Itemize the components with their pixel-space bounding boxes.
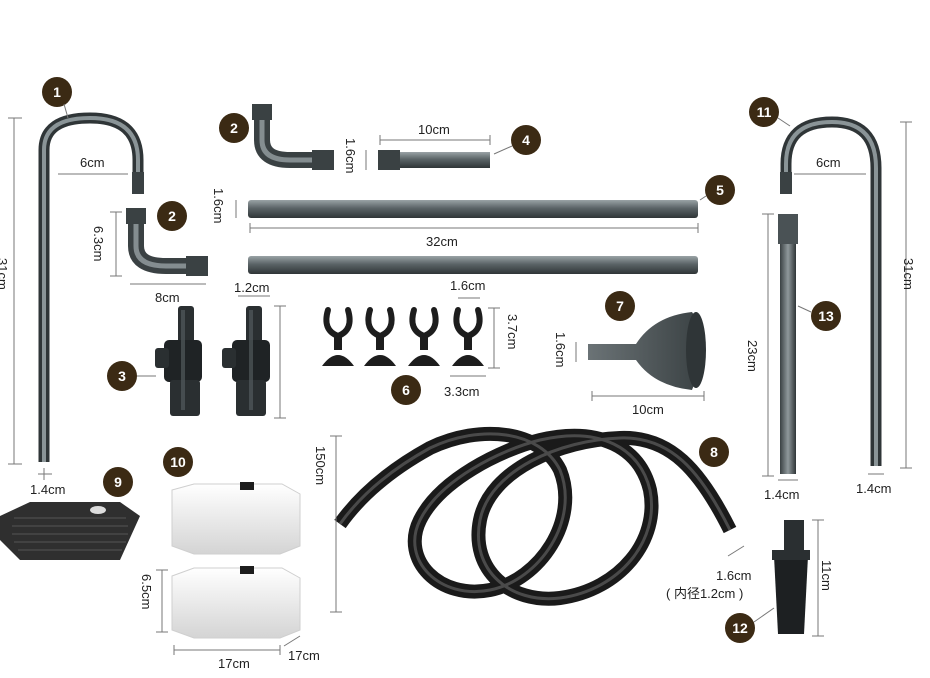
filter-box-icon — [171, 566, 301, 639]
dim-label-length: 23cm — [745, 340, 760, 372]
dim-label-diameter: 1.2cm — [234, 280, 269, 295]
dim-label-length: 11cm — [819, 560, 834, 591]
badge-4-number: 4 — [522, 132, 530, 148]
suction-clip-icon — [364, 307, 396, 366]
dim-label-diameter: 1.6cm — [211, 188, 226, 223]
badge-2 — [157, 201, 187, 231]
dim-label-length: 10cm — [418, 122, 450, 137]
dim-label-height: 6.3cm — [91, 226, 106, 261]
badge-1-number: 1 — [53, 84, 61, 100]
badge-12-number: 12 — [732, 620, 748, 636]
part-1-outflow-pipe: 6cm 31cm 1.4cm 1 — [0, 77, 144, 497]
badge-6-number: 6 — [402, 382, 410, 398]
badge-2-number: 2 — [230, 120, 238, 136]
badge-11-number: 11 — [757, 104, 772, 120]
badge-12 — [725, 613, 755, 643]
badge-5 — [705, 175, 735, 205]
suction-clip-icon — [408, 307, 440, 366]
funnel-icon — [588, 312, 702, 390]
valve-icon — [222, 306, 270, 416]
badge-7-number: 7 — [616, 298, 624, 314]
dim-label-clip: 1.6cm — [450, 278, 485, 293]
part-13-straight-pipe: 23cm 1.4cm 13 — [745, 213, 841, 502]
badge-8-number: 8 — [710, 444, 718, 460]
part-8-hose: 150cm 1.6cm ( 内径1.2cm ) 8 — [313, 426, 751, 613]
pipe-tip-icon — [132, 172, 144, 194]
sponge-plate-icon — [0, 502, 140, 560]
badge-3-number: 3 — [118, 368, 126, 384]
dim-label-diameter: 1.4cm — [30, 482, 65, 497]
dim-label-length: 150cm — [313, 446, 328, 485]
part-2-elbow-left: 6.3cm 8cm 2 — [91, 201, 208, 305]
dim-label-diameter: 1.6cm — [553, 332, 568, 367]
dim-label-height: 31cm — [901, 258, 916, 290]
long-pipe-icon — [248, 200, 698, 218]
badge-13-number: 13 — [818, 308, 834, 324]
badge-9 — [103, 467, 133, 497]
part-10-filter-boxes: 6.5cm 17cm 17cm 10 — [139, 447, 320, 671]
filter-box-icon — [171, 482, 301, 555]
badge-9-number: 9 — [114, 474, 122, 490]
badge-8 — [699, 437, 729, 467]
badge-10-number: 10 — [170, 454, 186, 470]
badge-13 — [811, 301, 841, 331]
dim-label-height: 3.7cm — [505, 314, 520, 349]
dim-label-width: 10cm — [632, 402, 664, 417]
valve-icon — [155, 306, 202, 416]
straight-pipe-icon — [780, 216, 796, 474]
long-pipe-icon — [248, 256, 698, 274]
dim-label-length: 32cm — [426, 234, 458, 249]
dim-label-depth: 17cm — [288, 648, 320, 663]
part-12-strainer: 11cm 12 — [725, 519, 834, 643]
badge-10 — [163, 447, 193, 477]
badge-2-number: 2 — [168, 208, 176, 224]
dim-label-outer: 1.6cm — [716, 568, 751, 583]
badge-1 — [42, 77, 72, 107]
part-7-funnel: 1.6cm 10cm 7 — [553, 291, 706, 417]
dim-label-length: 8cm — [155, 290, 180, 305]
badge-7 — [605, 291, 635, 321]
dim-label-width: 17cm — [218, 656, 250, 671]
dim-label-inner: ( 内径1.2cm ) — [666, 586, 743, 601]
badge-2 — [219, 113, 249, 143]
part-2-elbow-top: 2 — [219, 104, 334, 170]
badge-3 — [107, 361, 137, 391]
badge-5-number: 5 — [716, 182, 724, 198]
part-3-valves: 1.2cm 3 — [107, 280, 286, 419]
part-4-short-pipe: 10cm 1.6cm 4 — [343, 122, 541, 173]
dim-label-width: 6cm — [816, 155, 841, 170]
part-9-sponge-plate: 9 — [0, 467, 140, 560]
part-11-intake-pipe: 6cm 31cm 1.4cm 11 — [749, 97, 916, 496]
suction-clip-icon — [322, 307, 354, 366]
dim-label-diameter: 1.6cm — [343, 138, 358, 173]
dim-label-diameter: 1.4cm — [764, 487, 799, 502]
badge-4 — [511, 125, 541, 155]
part-5-long-pipes: 1.6cm 32cm 5 — [211, 175, 735, 274]
suction-clip-icon — [452, 307, 484, 366]
dim-label-diameter: 1.4cm — [856, 481, 891, 496]
dim-label-height: 6.5cm — [139, 574, 154, 609]
dim-label-base: 3.3cm — [444, 384, 479, 399]
strainer-icon — [784, 520, 804, 550]
part-6-suction-clips: 1.6cm 3.7cm 3.3cm 6 — [322, 278, 520, 405]
dim-label-width: 6cm — [80, 155, 105, 170]
badge-11 — [749, 97, 779, 127]
dim-label-height: 31cm — [0, 258, 10, 290]
badge-6 — [391, 375, 421, 405]
